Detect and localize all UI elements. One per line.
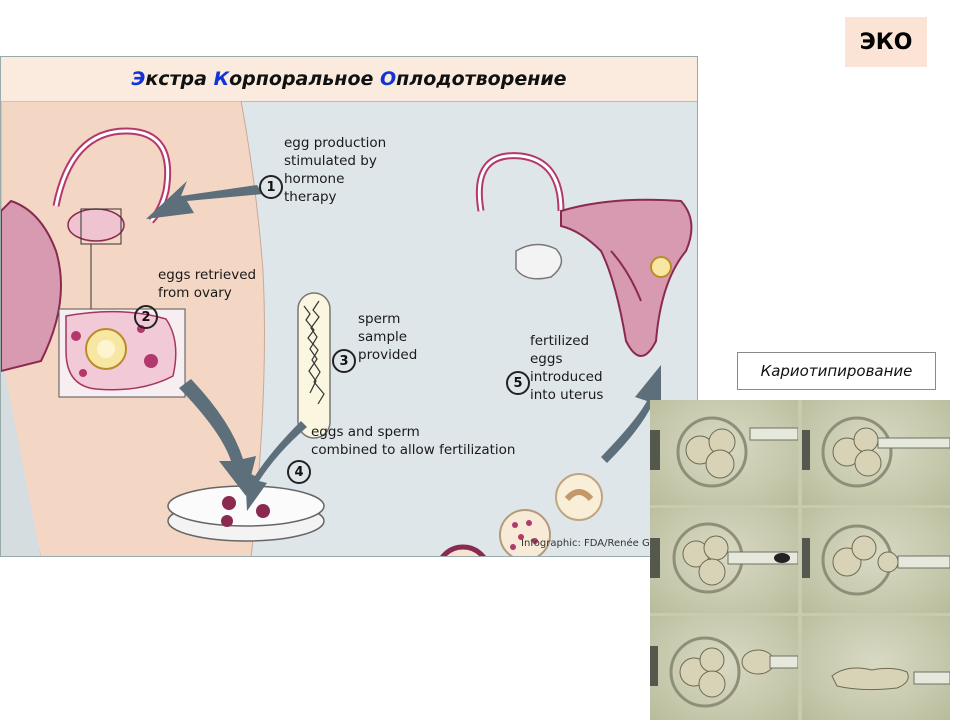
title-rest-3: плодотворение [396, 68, 567, 90]
step-5-number: 5 [506, 371, 530, 395]
title-initial-2: К [213, 68, 230, 90]
embryo-biopsy-photo-drawing [650, 416, 798, 488]
ovary-zoom-box [80, 208, 122, 245]
step-4-text: eggs and sperm combined to allow fertili… [311, 424, 516, 458]
embryo-1 [440, 544, 486, 556]
left-uterus [1, 199, 62, 373]
embryo-biopsy-photo-drawing [802, 524, 950, 596]
title-initial-3: О [380, 68, 397, 90]
embryo-biopsy-photo [802, 508, 950, 613]
step-4-number: 4 [287, 460, 311, 484]
embryo-biopsy-photo-grid [650, 400, 950, 720]
karyotyping-label: Кариотипирование [737, 352, 936, 390]
arrow-to-ovary [146, 181, 263, 219]
embryo-2 [499, 509, 551, 556]
embryo-biopsy-photo-drawing [831, 667, 950, 691]
step-2-text: eggs retrieved from ovary [158, 267, 257, 301]
embryo-biopsy-photo [802, 400, 950, 505]
step-1-text: egg production stimulated by hormone the… [284, 135, 387, 205]
title-initial-1: Э [131, 68, 146, 90]
infographic-credit: Infographic: FDA/Renée G [521, 538, 650, 549]
arrow-to-uterus [601, 365, 661, 463]
left-ovary [67, 208, 125, 242]
right-uterus [560, 198, 693, 357]
embryo-biopsy-photo-drawing [802, 416, 950, 488]
arrow-to-dish [179, 379, 256, 496]
body-shadow-left [1, 351, 41, 556]
embryo-biopsy-photo [802, 616, 950, 720]
title-rest-1: кстра [145, 68, 214, 90]
eko-badge-text: ЭКО [859, 29, 913, 55]
embryo-3 [555, 473, 603, 521]
step-1-number: 1 [259, 175, 283, 199]
embryo-biopsy-photo-drawing [650, 636, 798, 708]
step-2-number: 2 [134, 305, 158, 329]
embryo-biopsy-photo-drawing [650, 522, 798, 594]
step-5-text: fertilized eggs introduced into uterus [530, 333, 604, 403]
test-tube [297, 292, 331, 439]
karyotyping-label-text: Кариотипирование [760, 362, 913, 380]
implanted-egg [650, 256, 672, 278]
step-3-number: 3 [332, 349, 356, 373]
right-fallopian-tube [475, 152, 565, 212]
title-rest-2: орпоральное [229, 68, 380, 90]
ivf-diagram-illustration [1, 101, 693, 556]
eko-badge: ЭКО [845, 17, 927, 67]
right-ovary [515, 243, 563, 280]
embryo-biopsy-photo [650, 400, 798, 505]
embryo-biopsy-photo [650, 508, 798, 613]
arrow-sperm-to-dish [245, 421, 307, 511]
embryo-biopsy-photo [650, 616, 798, 720]
step-3-text: sperm sample provided [358, 311, 418, 363]
